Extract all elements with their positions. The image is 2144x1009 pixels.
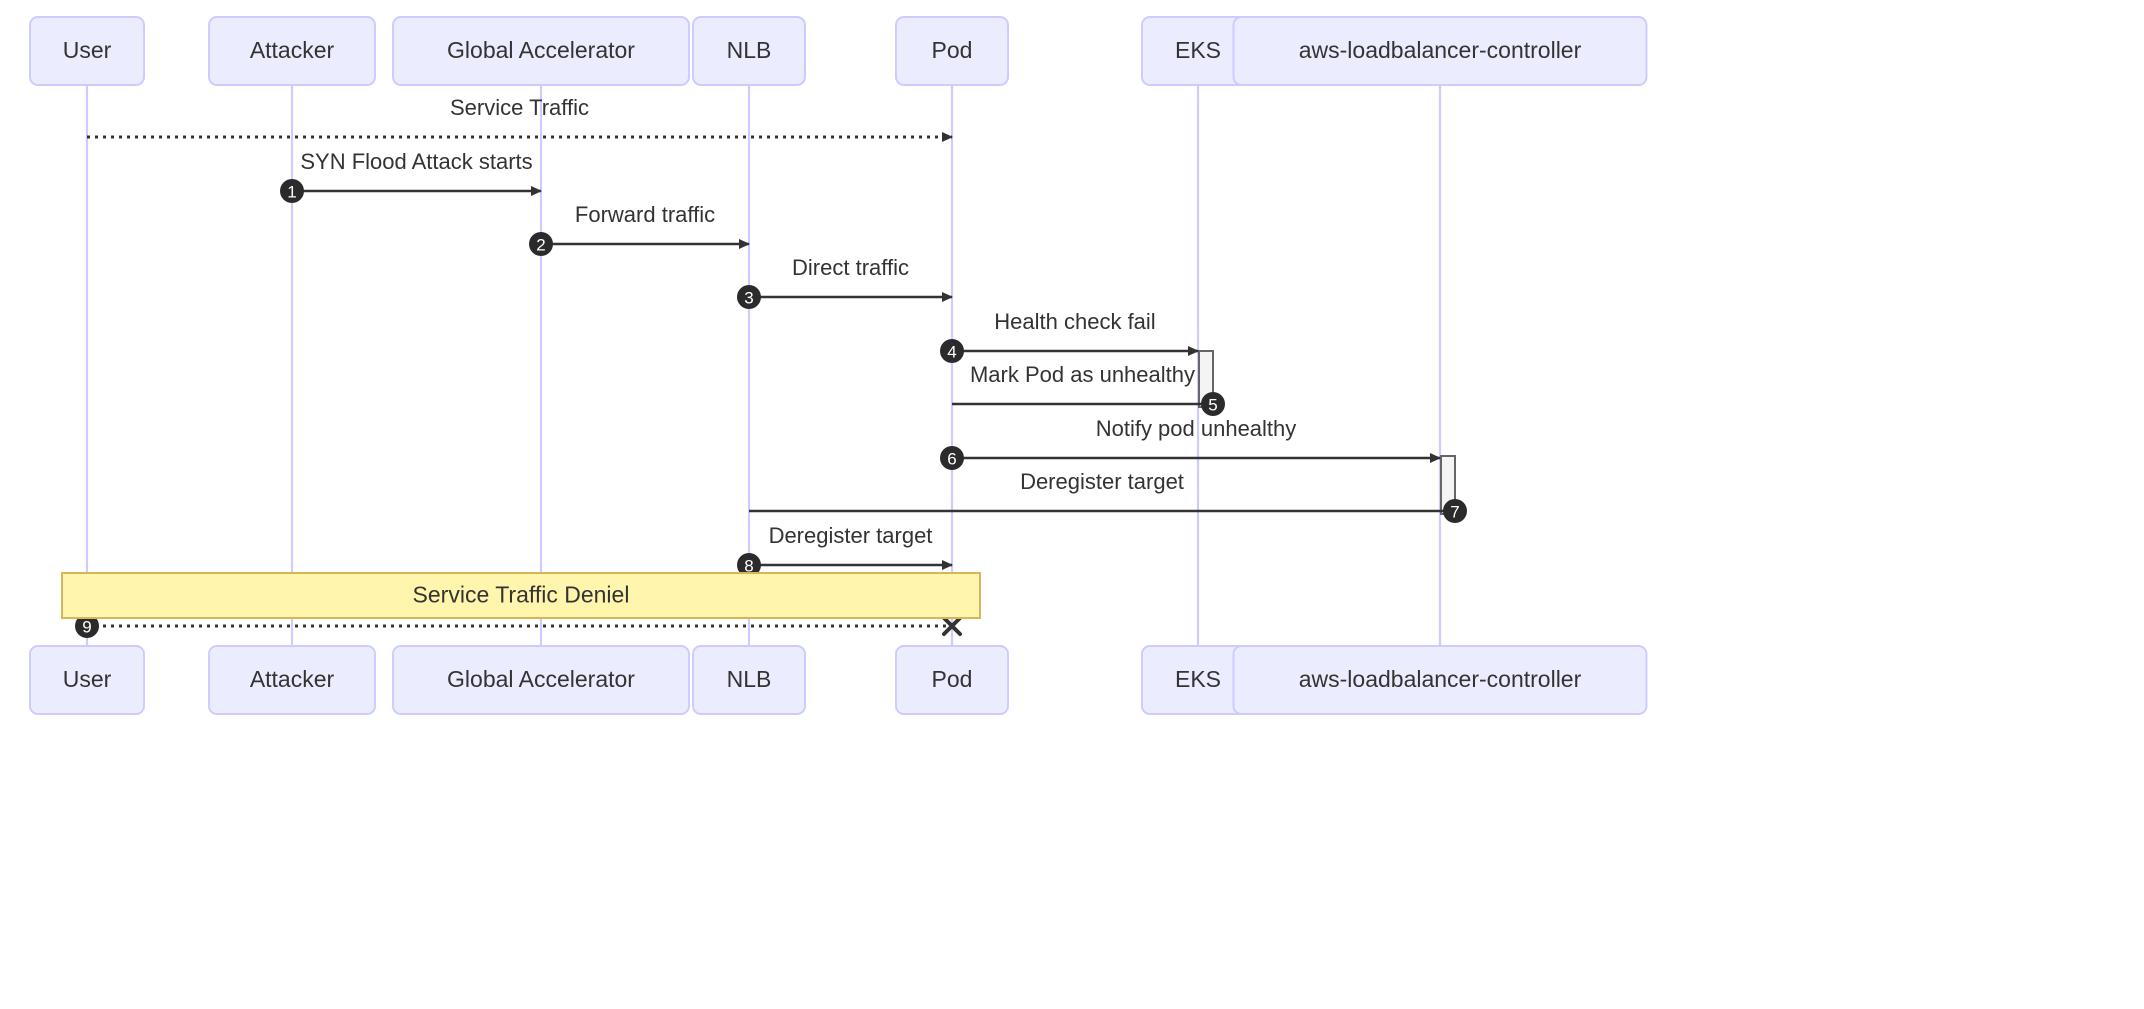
participant-eks-bottom[interactable]: EKS	[1141, 645, 1255, 715]
message-5: Health check fail 4	[940, 309, 1199, 363]
participant-box-shape	[29, 645, 145, 715]
sequence-number-text: 8	[744, 557, 753, 576]
sequence-number-text: 6	[947, 450, 956, 469]
participant-nlb-top[interactable]: NLB	[692, 16, 806, 86]
message-label: Mark Pod as unhealthy	[970, 362, 1195, 387]
message-label: Service Traffic	[450, 95, 589, 120]
participant-user-bottom[interactable]: User	[29, 645, 145, 715]
participant-label: User	[63, 666, 112, 692]
message-7: Notify pod unhealthy 6	[940, 416, 1441, 470]
lifelines-group	[85, 85, 1442, 646]
participant-box-shape	[895, 645, 1009, 715]
participant-aws-loadbalancer-controller-bottom[interactable]: aws-loadbalancer-controller	[1232, 645, 1648, 715]
message-4: Direct traffic 3	[737, 255, 953, 309]
sequence-number-badge	[940, 446, 964, 470]
participant-global-accelerator-top[interactable]: Global Accelerator	[392, 16, 690, 86]
participant-pod-top[interactable]: Pod	[895, 16, 1009, 86]
message-3: Forward traffic 2	[529, 202, 750, 256]
sequence-number-badge	[1443, 499, 1467, 523]
message-label: Direct traffic	[792, 255, 909, 280]
message-label: Forward traffic	[575, 202, 715, 227]
participant-label: aws-loadbalancer-controller	[1299, 666, 1582, 692]
note-label: Service Traffic Deniel	[413, 582, 630, 608]
message-label: Notify pod unhealthy	[1096, 416, 1297, 441]
message-label: Health check fail	[994, 309, 1155, 334]
participant-box-shape	[392, 16, 690, 86]
sequence-number-text: 1	[287, 183, 296, 202]
message-label: SYN Flood Attack starts	[300, 149, 532, 174]
participant-box-shape	[208, 16, 376, 86]
sequence-number-text: 7	[1450, 503, 1459, 522]
participant-label: Attacker	[250, 37, 335, 63]
message-label: Deregister target	[769, 523, 933, 548]
participant-nlb-bottom[interactable]: NLB	[692, 645, 806, 715]
participant-box-shape	[208, 645, 376, 715]
participant-box-shape	[392, 645, 690, 715]
note-box	[61, 572, 981, 619]
participants-top-group: User Attacker Global Accelerator NLB Pod EKS a…	[29, 16, 1648, 86]
participant-box-shape	[692, 645, 806, 715]
note-group: Service Traffic Deniel	[61, 572, 981, 619]
participant-label: Pod	[932, 666, 973, 692]
sequence-number-text: 4	[947, 343, 956, 362]
message-label: Deregister target	[1020, 469, 1184, 494]
sequence-number-badge	[529, 232, 553, 256]
participant-box-shape	[1232, 645, 1648, 715]
participants-bottom-group: User Attacker Global Accelerator NLB Pod EKS a…	[29, 645, 1648, 715]
participant-box-shape	[692, 16, 806, 86]
participant-label: Global Accelerator	[447, 666, 635, 692]
sequence-number-badge	[1201, 392, 1225, 416]
destroy-cross-icon	[942, 616, 962, 636]
message-10: 9	[75, 614, 962, 638]
participant-label: Attacker	[250, 666, 335, 692]
participant-label: NLB	[727, 37, 772, 63]
participant-label: Pod	[932, 37, 973, 63]
sequence-number-badge	[75, 614, 99, 638]
participant-attacker-bottom[interactable]: Attacker	[208, 645, 376, 715]
participant-global-accelerator-bottom[interactable]: Global Accelerator	[392, 645, 690, 715]
participant-label: User	[63, 37, 112, 63]
sequence-number-text: 2	[536, 236, 545, 255]
sequence-number-badge	[280, 179, 304, 203]
participant-label: Global Accelerator	[447, 37, 635, 63]
participant-attacker-top[interactable]: Attacker	[208, 16, 376, 86]
participant-box-shape	[1232, 16, 1648, 86]
participant-aws-loadbalancer-controller-top[interactable]: aws-loadbalancer-controller	[1232, 16, 1648, 86]
participant-user-top[interactable]: User	[29, 16, 145, 86]
sequence-number-badge	[940, 339, 964, 363]
sequence-number-text: 5	[1208, 396, 1217, 415]
participant-label: EKS	[1175, 666, 1221, 692]
participant-box-shape	[29, 16, 145, 86]
message-8: Deregister target 7	[749, 469, 1467, 523]
participant-label: NLB	[727, 666, 772, 692]
participant-label: aws-loadbalancer-controller	[1299, 37, 1582, 63]
message-1: Service Traffic	[87, 95, 953, 142]
message-9: Deregister target 8	[737, 523, 953, 577]
participant-box-shape	[895, 16, 1009, 86]
participant-pod-bottom[interactable]: Pod	[895, 645, 1009, 715]
sequence-number-text: 3	[744, 289, 753, 308]
message-6: Mark Pod as unhealthy 5	[952, 362, 1225, 416]
participant-label: EKS	[1175, 37, 1221, 63]
sequence-number-badge	[737, 553, 761, 577]
sequence-number-badge	[737, 285, 761, 309]
sequence-number-text: 9	[82, 618, 91, 637]
